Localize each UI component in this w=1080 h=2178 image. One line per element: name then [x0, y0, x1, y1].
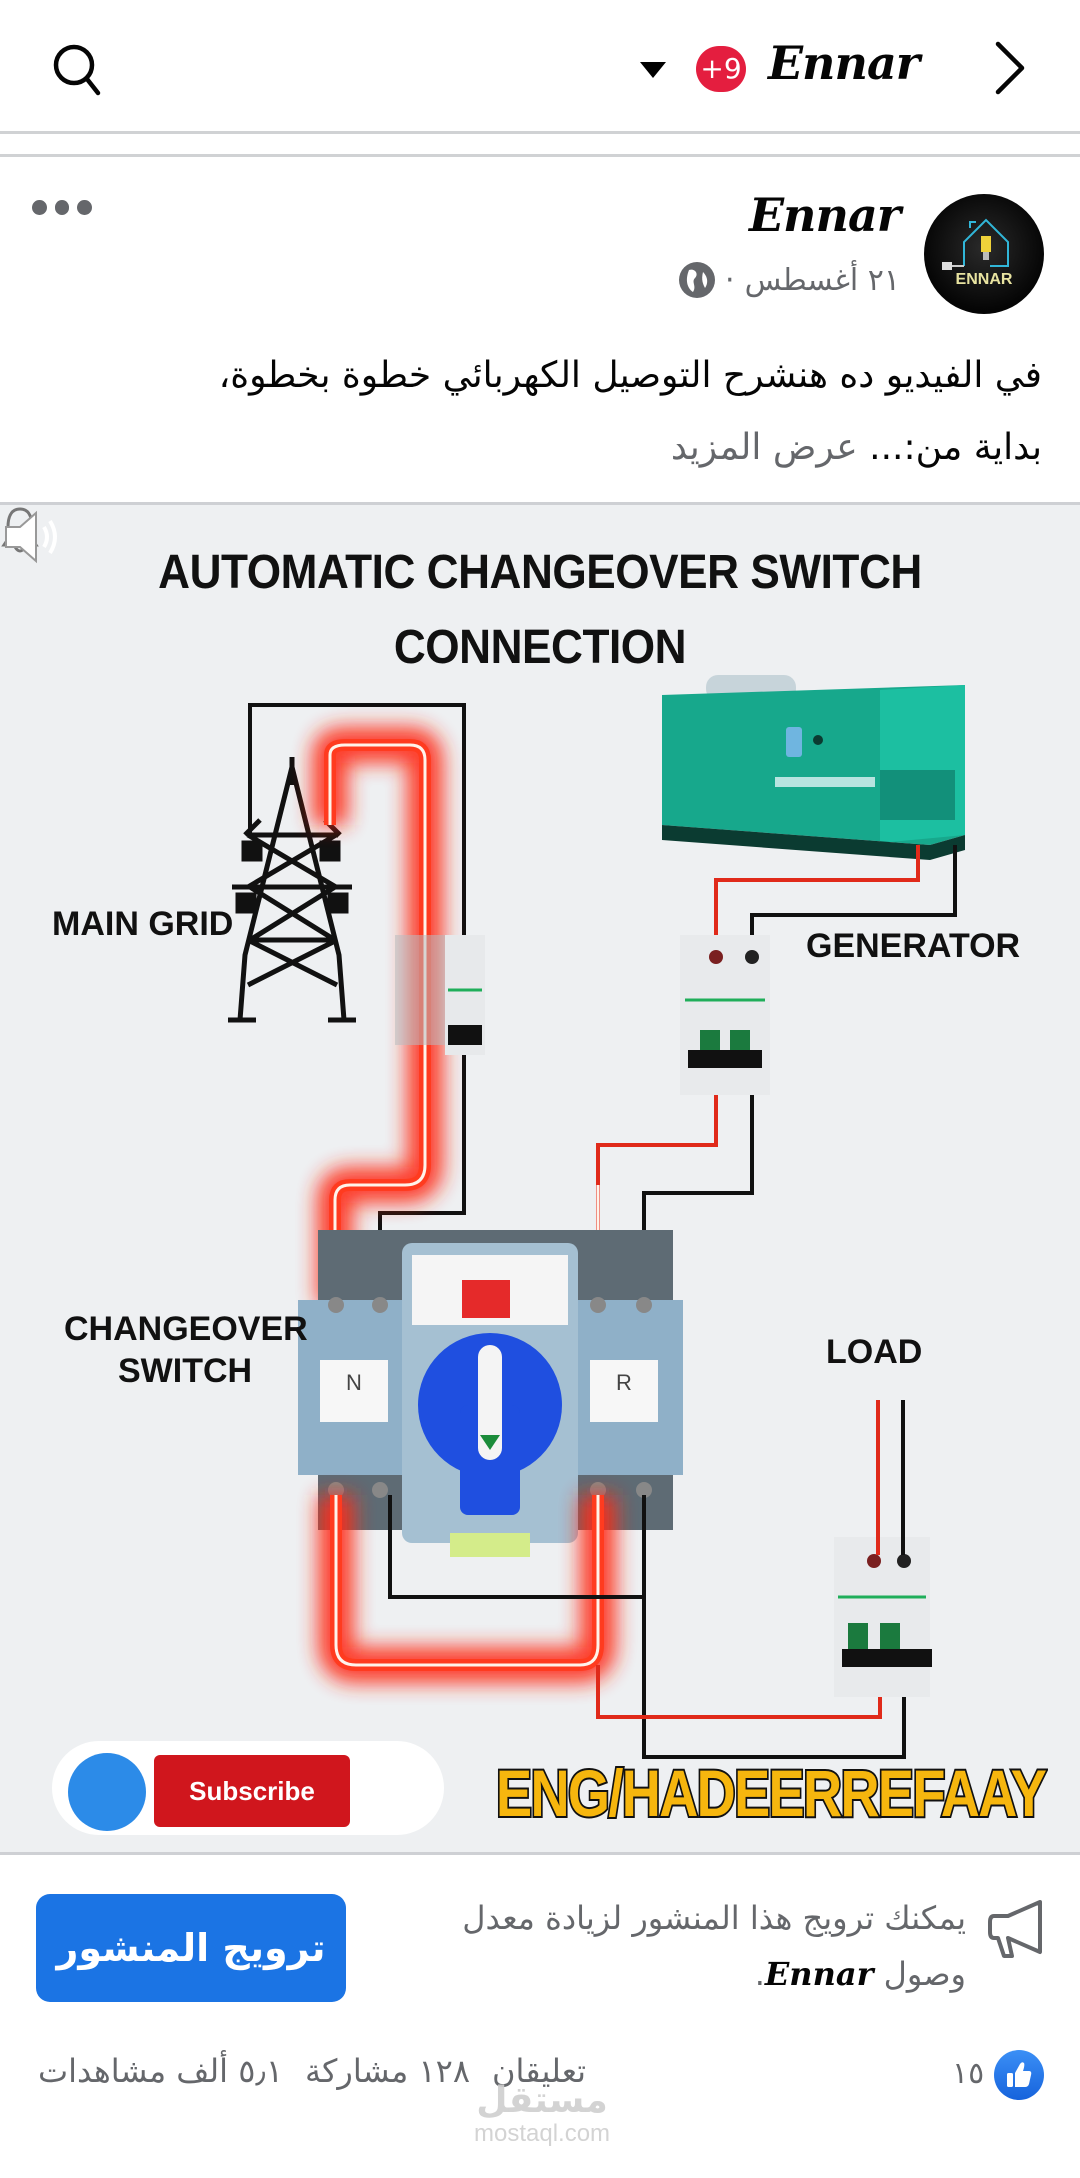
- caption-line-1: في الفيديو ده هنشرح التوصيل الكهربائي خط…: [218, 355, 1042, 396]
- dot: [77, 200, 93, 215]
- notification-badge[interactable]: +9: [696, 46, 746, 92]
- diagram-title-line-2: CONNECTION: [393, 621, 687, 674]
- grid-neutral-wire: [248, 703, 466, 945]
- globe-icon: [679, 262, 716, 298]
- avatar-text: ENNAR: [956, 271, 1013, 288]
- wiring-diagram: N R: [228, 675, 965, 1759]
- generator-live-wire: [714, 845, 920, 955]
- dot: [54, 200, 70, 215]
- promote-description: يمكنك ترويج هذا المنشور لزيادة معدل وصول…: [406, 1890, 966, 2002]
- changeover-switch-icon: N R: [298, 1230, 683, 1557]
- label-changeover-line-1: CHANGEOVER: [64, 1310, 308, 1348]
- switch-label-r: R: [616, 1370, 632, 1395]
- label-main-grid: MAIN GRID: [52, 905, 234, 943]
- video-credit: ENG/HADEERREFAAY: [494, 1754, 1048, 1832]
- post-stats: تعليقان ١٢٨ مشاركة ٥٫١ ألف مشاهدات: [38, 2052, 586, 2090]
- watermark: مستقل mostaql.com: [474, 2082, 610, 2148]
- comments-count[interactable]: تعليقان: [492, 2052, 587, 2090]
- channel-avatar[interactable]: [68, 1753, 146, 1831]
- post-caption: في الفيديو ده هنشرح التوصيل الكهربائي خط…: [32, 340, 1042, 484]
- load-breaker: [834, 1537, 932, 1697]
- promote-text-end: .: [754, 1955, 765, 1993]
- watermark-latin: mostaql.com: [474, 2120, 611, 2147]
- post-author[interactable]: Ennar: [749, 188, 901, 242]
- caret-down-icon[interactable]: [640, 62, 666, 78]
- output-live-wire: [318, 1495, 616, 1683]
- grid-breaker: [395, 935, 485, 1055]
- output-neutral-main: [642, 1495, 906, 1759]
- chevron-right-icon[interactable]: [990, 40, 1030, 96]
- post-video[interactable]: AUTOMATIC CHANGEOVER SWITCH CONNECTION: [0, 505, 1080, 1853]
- like-count[interactable]: ١٥: [952, 2056, 985, 2091]
- divider: [0, 502, 1080, 505]
- label-generator: GENERATOR: [806, 927, 1021, 965]
- speaker-icon[interactable]: [0, 505, 64, 569]
- diagram-title-line-1: AUTOMATIC CHANGEOVER SWITCH: [158, 546, 922, 599]
- divider: [0, 131, 1080, 134]
- see-more-link[interactable]: عرض المزيد: [670, 427, 858, 468]
- post-date[interactable]: ٢١ أغسطس: [744, 262, 900, 298]
- divider: [0, 154, 1080, 157]
- shares-count[interactable]: ١٢٨ مشاركة: [305, 2052, 471, 2090]
- promote-text-brand: Ennar: [764, 1955, 874, 1993]
- promote-text-main: يمكنك ترويج هذا المنشور لزيادة معدل وصول: [462, 1899, 966, 1993]
- caption-line-2: بداية من:... عرض المزيد: [32, 412, 1042, 484]
- label-changeover-line-2: SWITCH: [118, 1352, 253, 1390]
- more-options-button[interactable]: [32, 200, 93, 230]
- generator-icon: [662, 675, 965, 860]
- subscribe-button[interactable]: Subscribe: [154, 1755, 350, 1827]
- divider: [0, 1852, 1080, 1855]
- page-name[interactable]: Ennar: [768, 36, 920, 90]
- views-count: ٥٫١ ألف مشاهدات: [38, 2052, 283, 2090]
- switch-label-n: N: [346, 1370, 362, 1395]
- megaphone-icon: [988, 1900, 1042, 1958]
- label-load: LOAD: [826, 1333, 923, 1371]
- output-neutral-wire: [388, 1495, 644, 1599]
- post-meta: ٢١ أغسطس ·: [679, 262, 900, 298]
- like-reaction-icon[interactable]: [994, 2050, 1044, 2100]
- top-bar: +9 Ennar: [0, 0, 1080, 132]
- watermark-arabic: مستقل: [476, 2080, 608, 2121]
- author-avatar[interactable]: ENNAR: [924, 194, 1044, 314]
- generator-breaker: [680, 935, 770, 1095]
- search-icon[interactable]: [48, 40, 108, 100]
- dot: [32, 200, 47, 215]
- transmission-tower-icon: [228, 757, 356, 1023]
- caption-line-2-text: بداية من:...: [869, 427, 1042, 468]
- meta-separator: ·: [725, 262, 735, 298]
- promote-post-button[interactable]: ترويج المنشور: [36, 1894, 346, 2002]
